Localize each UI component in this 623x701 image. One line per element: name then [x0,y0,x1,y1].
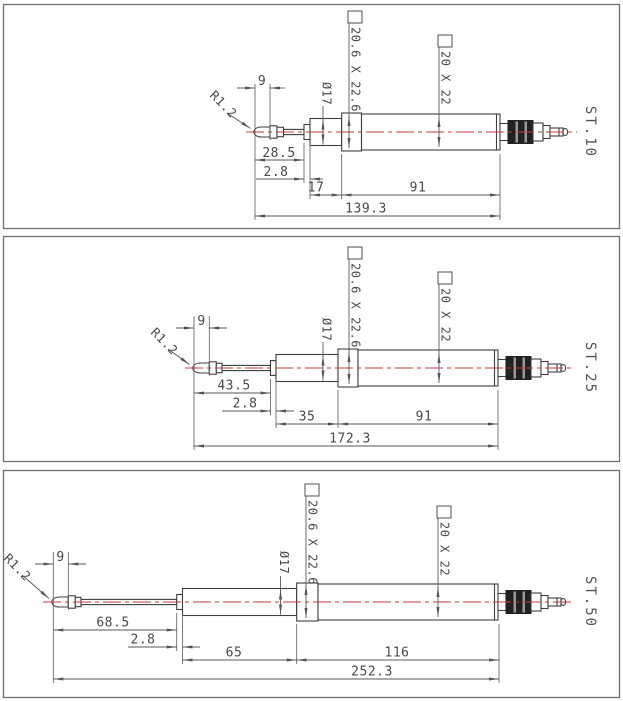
dim-label: 172.3 [329,432,371,447]
dim-label: 91 [416,410,433,425]
panel-border [2,469,621,699]
section-label: 20 X 22 [439,51,453,105]
dim-label: 9 [197,314,205,329]
panel-border [2,3,621,230]
callout-front-section: 20.6 X 22.6 [304,483,320,618]
square-section-icon [347,10,363,24]
callout-front-section: 20.6 X 22.6 [347,10,363,148]
dim-collar-width: 2.8 [256,165,323,181]
dim-diameter: Ø17 [320,318,334,381]
dim-label: 35 [299,410,316,425]
dim-total-length: 252.3 [53,665,499,681]
section-label: 20.6 X 22.6 [349,263,363,348]
dim-label: 65 [226,646,243,661]
dim-stylus-length: 9 [176,314,227,330]
dim-label: Ø17 [320,318,334,341]
dim-label: 2.8 [131,633,156,648]
dimensions-st50: 9 R1.2 68.5 2.8 65 116 [1,483,500,683]
square-section-icon [304,483,320,497]
callout-rear-section: 20 X 22 [436,505,452,617]
square-section-icon [347,246,363,260]
square-section-icon [436,505,452,519]
knurl-slit [513,591,516,613]
dim-total-length: 139.3 [255,202,500,218]
dim-total-length: 172.3 [194,432,498,448]
dim-mid-length: 17 [308,181,342,197]
callout-rear-section: 20 X 22 [437,271,453,383]
section-label: 20 X 22 [438,522,452,576]
panel-st25: 9 R1.2 43.5 2.8 35 91 [2,235,621,463]
model-label: ST.10 [582,106,598,158]
square-section-icon [437,34,453,48]
dim-stylus-radius: R1.2 [207,88,251,129]
dim-stylus-length: 9 [237,74,285,90]
panel-st50: 9 R1.2 68.5 2.8 65 116 [1,469,621,699]
dim-label: 2.8 [264,165,289,180]
dim-rear-length: 91 [338,410,498,426]
panel-border [2,235,621,463]
dim-collar-width: 2.8 [128,633,200,649]
dim-diameter: Ø17 [277,551,291,615]
dim-label: 9 [258,74,266,89]
dim-stylus-radius: R1.2 [1,551,50,599]
dimensions-st10: 9 R1.2 28.5 2.8 17 91 [207,10,501,220]
dim-label: R1.2 [1,551,34,584]
dim-label: 28.5 [262,146,295,161]
dim-label: R1.2 [148,325,181,358]
dim-mid-length: 35 [276,410,338,426]
dim-label: 68.5 [96,616,129,631]
callout-front-section: 20.6 X 22.6 [347,246,363,384]
dim-mid-length: 65 [182,646,297,662]
dim-label: Ø17 [320,82,334,105]
dim-label: 2.8 [233,397,258,412]
dimensions-st25: 9 R1.2 43.5 2.8 35 91 [148,246,499,450]
dim-label: Ø17 [277,551,291,574]
dim-front-length: 68.5 [53,616,177,632]
dim-label: 116 [385,646,410,661]
section-label: 20.6 X 22.6 [306,500,320,585]
section-label: 20.6 X 22.6 [349,27,363,112]
probe-st10 [246,112,577,152]
dim-stylus-radius: R1.2 [148,325,190,365]
probe-st25 [185,348,575,388]
probe-st50 [43,582,575,622]
model-label: ST.25 [582,342,598,394]
dim-label: 91 [410,181,427,196]
dim-diameter: Ø17 [320,82,334,145]
callout-rear-section: 20 X 22 [437,34,453,147]
dim-label: 43.5 [217,379,250,394]
square-section-icon [437,271,453,285]
dim-front-length: 43.5 [194,379,271,395]
panel-st10: 9 R1.2 28.5 2.8 17 91 [2,3,621,230]
model-label: ST.50 [582,576,598,628]
section-label: 20 X 22 [439,288,453,342]
dim-rear-length: 116 [296,646,499,662]
knurl-slit [513,357,516,379]
dim-rear-length: 91 [341,181,500,197]
dim-collar-width: 2.8 [222,397,294,413]
dim-label: 252.3 [351,665,393,680]
dim-stylus-length: 9 [35,550,86,566]
dim-front-length: 28.5 [255,146,304,162]
dim-label: 139.3 [345,202,387,217]
dim-label: R1.2 [207,88,240,121]
dim-label: 17 [308,181,325,196]
dim-label: 9 [56,550,64,565]
